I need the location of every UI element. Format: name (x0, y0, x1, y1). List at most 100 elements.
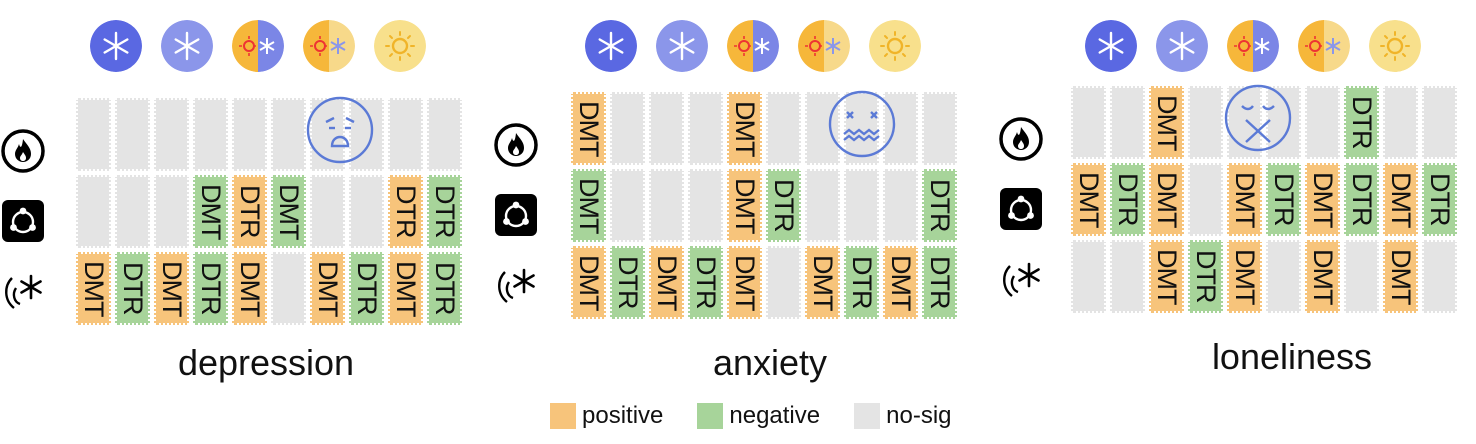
grid-cell: DTR (688, 246, 723, 319)
cell-label: DMT (730, 100, 760, 157)
grid-cell (766, 92, 801, 165)
grid-cell (388, 98, 423, 171)
cell-label: DMT (1152, 171, 1182, 228)
grid-cell: DTR (193, 252, 228, 325)
cell-label: DMT (1386, 171, 1416, 228)
sun-icon (1369, 20, 1421, 72)
cell-label: DTR (235, 185, 265, 238)
cell-label: DMT (574, 177, 604, 234)
cell-label: DMT (574, 100, 604, 157)
grid-cell (766, 246, 801, 319)
grid-cell: DTR (1344, 163, 1379, 236)
grid-cell (310, 98, 345, 171)
cell-label: DTR (430, 185, 460, 238)
snowflake-icon (1085, 20, 1137, 72)
grid-cell (1188, 86, 1223, 159)
grid-cell: DMT (805, 246, 840, 319)
snowflake-icon (161, 20, 213, 72)
grid-cell: DTR (427, 252, 462, 325)
row-icon-column (998, 116, 1050, 326)
grid-cell (844, 92, 879, 165)
grid-cell (649, 169, 684, 242)
snowflake-icon (656, 20, 708, 72)
season-icon-row (90, 20, 445, 72)
cell-label: DMT (730, 177, 760, 234)
grid-cell (805, 92, 840, 165)
cell-label: DMT (886, 254, 916, 311)
grid-cell (154, 98, 189, 171)
legend-swatch-no-sig (854, 403, 881, 429)
cell-label: DTR (1425, 173, 1455, 226)
cell-label: DTR (1191, 250, 1221, 303)
legend: positive negative no-sig (550, 402, 986, 430)
grid-cell (1110, 86, 1145, 159)
grid-cell (115, 175, 150, 248)
grid-cell: DMT (1305, 240, 1340, 313)
triangle-cycle-icon (493, 192, 539, 238)
grid-cell (922, 92, 957, 165)
grid-cell: DMT (649, 246, 684, 319)
grid-cell (349, 175, 384, 248)
grid-cell: DMT (1305, 163, 1340, 236)
cell-label: DMT (1230, 171, 1260, 228)
grid-cell: DTR (922, 169, 957, 242)
cell-label: DTR (352, 262, 382, 315)
grid-cell (883, 169, 918, 242)
panel-title: depression (177, 342, 355, 383)
cell-label: DMT (391, 260, 421, 317)
cell-label: DTR (925, 256, 955, 309)
grid-cell: DMT (310, 252, 345, 325)
triangle-cycle-icon (998, 186, 1044, 232)
snowflake-icon (1156, 20, 1208, 72)
grid-cell: DMT (1071, 163, 1106, 236)
cold-snowflake-icon (0, 268, 46, 314)
cell-label: DTR (613, 256, 643, 309)
legend-item-no-sig: no-sig (854, 402, 952, 430)
grid-cell (154, 175, 189, 248)
cell-label: DMT (196, 183, 226, 240)
grid-cell (1266, 240, 1301, 313)
cell-label: DTR (1113, 173, 1143, 226)
triangle-cycle-icon (0, 198, 46, 244)
grid-cell: DMT (571, 246, 606, 319)
grid-cell: DTR (1188, 240, 1223, 313)
grid-cell: DMT (727, 92, 762, 165)
grid-cell (610, 169, 645, 242)
legend-label-positive: positive (582, 402, 664, 429)
season-icon-row (1085, 20, 1440, 72)
grid-cell: DMT (76, 252, 111, 325)
cell-label: DTR (1347, 173, 1377, 226)
snowflake-icon (585, 20, 637, 72)
grid-cell: DTR (388, 175, 423, 248)
grid-cell: DMT (154, 252, 189, 325)
cell-label: DTR (847, 256, 877, 309)
grid-cell: DMT (571, 92, 606, 165)
grid-cell (76, 175, 111, 248)
cell-label: DMT (79, 260, 109, 317)
cell-label: DTR (691, 256, 721, 309)
grid-cell: DTR (115, 252, 150, 325)
cell-label: DMT (574, 254, 604, 311)
grid-cell (271, 98, 306, 171)
grid-cell: DMT (1227, 163, 1262, 236)
grid-cell (805, 169, 840, 242)
grid-cell: DTR (427, 175, 462, 248)
grid-cell (688, 92, 723, 165)
grid-cell (1383, 86, 1418, 159)
cold-snowflake-icon (493, 262, 539, 308)
grid-cell (271, 252, 306, 325)
grid-cell (688, 169, 723, 242)
grid-cell: DTR (766, 169, 801, 242)
grid-cell: DTR (1422, 163, 1457, 236)
cell-label: DTR (118, 262, 148, 315)
grid-cell (883, 92, 918, 165)
grid-cell (232, 98, 267, 171)
panel-title: anxiety (712, 342, 828, 383)
grid-cell: DMT (388, 252, 423, 325)
sun-snowflake-icon (798, 20, 850, 72)
grid-cell (1266, 86, 1301, 159)
grid-cell: DTR (1266, 163, 1301, 236)
cell-label: DMT (313, 260, 343, 317)
